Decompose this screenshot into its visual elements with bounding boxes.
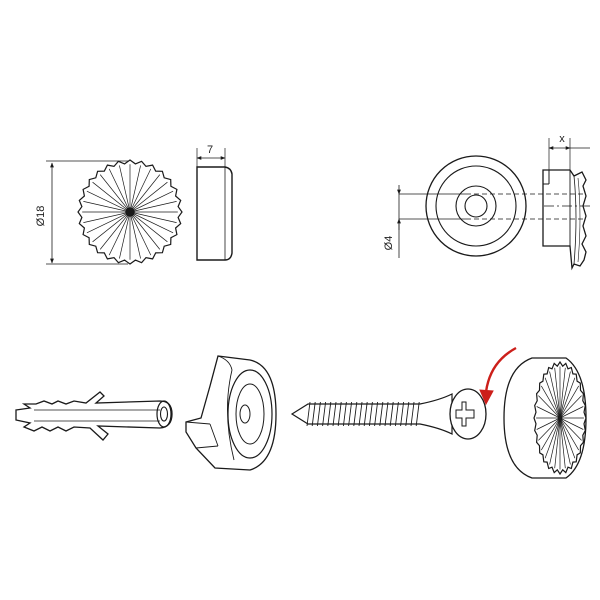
rotation-arrow-icon [479, 346, 517, 406]
cap-thickness-label: 7 [207, 144, 213, 156]
base-thickness-label: x [559, 133, 565, 145]
base-ring-perspective-icon [185, 355, 277, 471]
wall-plug-icon [15, 391, 173, 441]
rosette-cap-perspective-icon [503, 357, 587, 479]
rosette-cap-front [77, 159, 183, 265]
hole-diameter-label: Ø4 [383, 236, 395, 251]
base-ring-side-view: x [466, 133, 590, 271]
screw-icon [290, 388, 487, 440]
rosette-cap-front-view: Ø18 [35, 159, 183, 265]
cap-diameter-label: Ø18 [35, 206, 47, 227]
base-ring-front-view: Ø4 [383, 155, 527, 258]
rosette-cap-side-view: 7 [196, 144, 233, 261]
